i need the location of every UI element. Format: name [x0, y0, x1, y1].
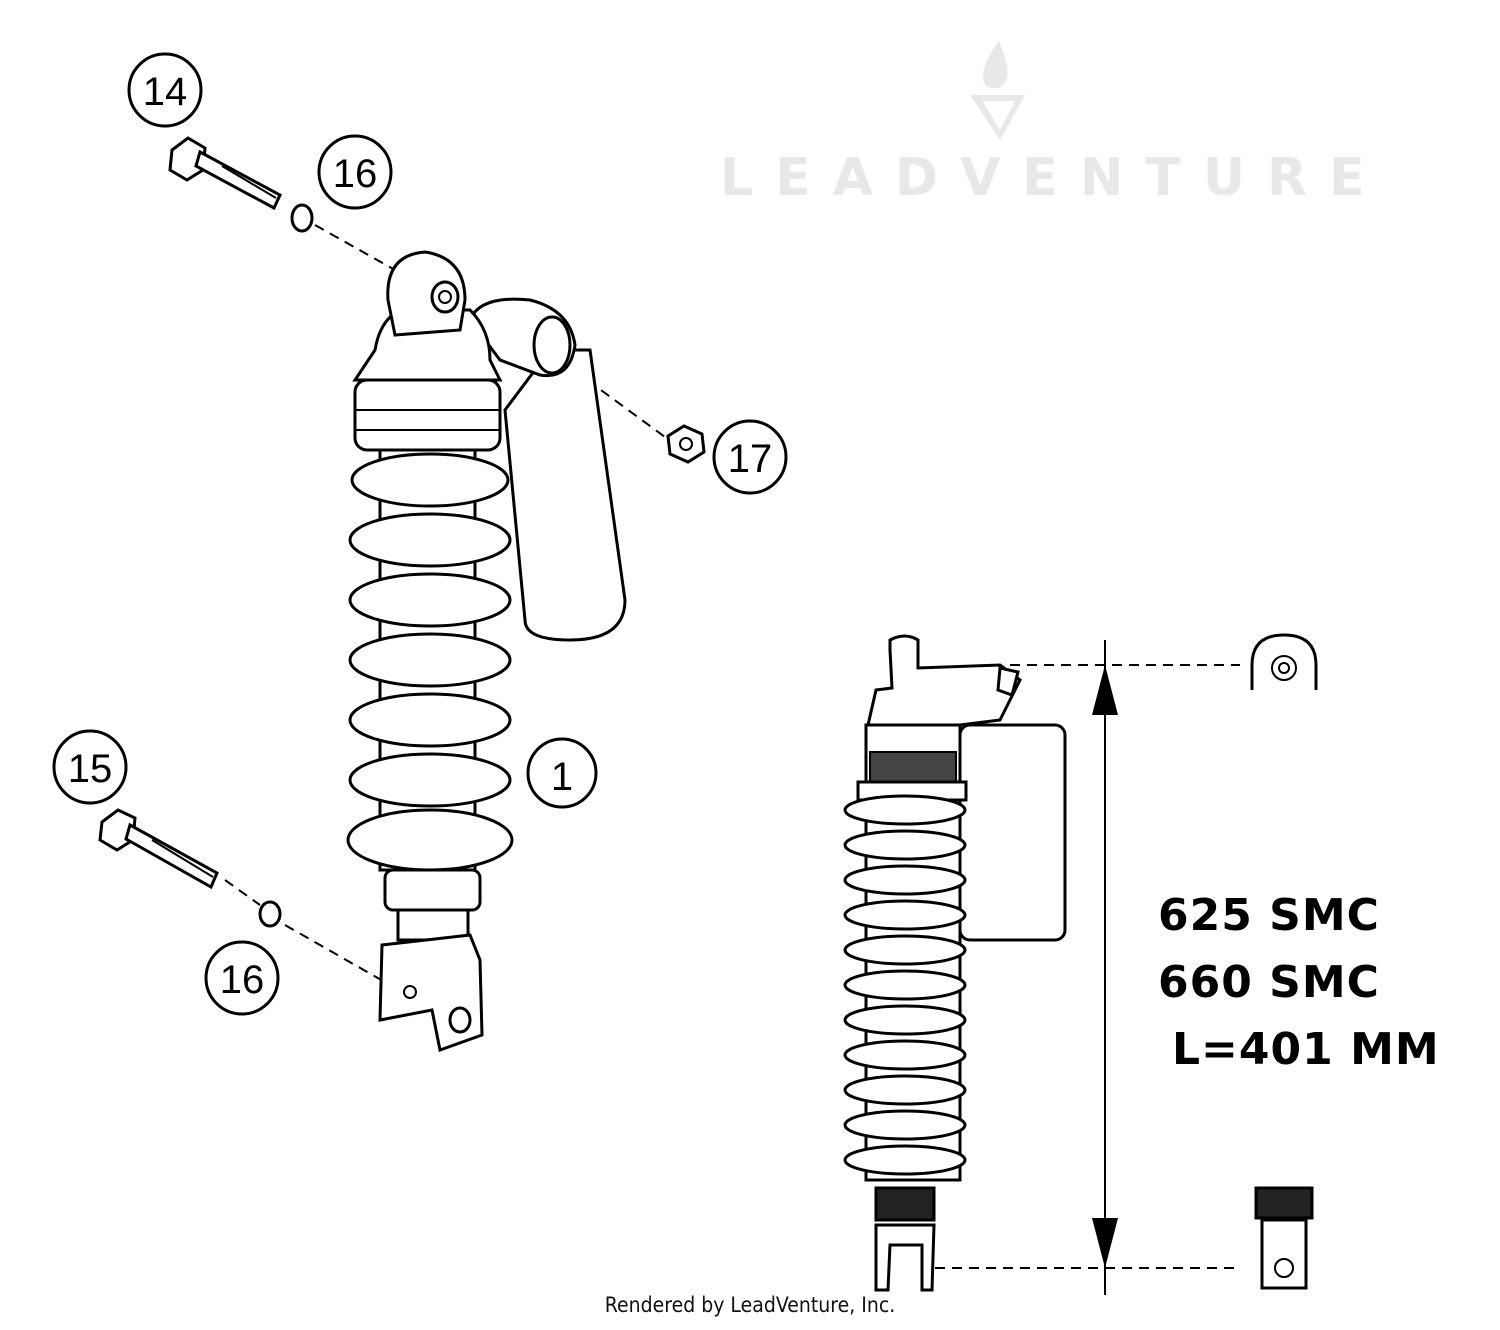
shock-absorber-1[interactable] [346, 250, 627, 1052]
callout-17[interactable]: 17 [712, 419, 788, 495]
detail-top-eye [1250, 633, 1318, 690]
watermark-flame-icon [970, 40, 1025, 140]
bolt-15[interactable] [98, 808, 219, 890]
watermark-text: LEADVENTURE [720, 148, 1387, 208]
callout-16-bottom[interactable]: 16 [204, 940, 280, 1016]
bolt-14[interactable] [168, 136, 282, 211]
washer-16-bottom[interactable] [258, 900, 282, 928]
callout-1[interactable]: 1 [526, 737, 598, 809]
callout-label: 15 [68, 747, 113, 791]
footer-credit: Rendered by LeadVenture, Inc. [604, 1293, 896, 1317]
spring-coils [346, 452, 514, 872]
callout-15[interactable]: 15 [52, 729, 128, 805]
arrow-up-icon [1092, 665, 1118, 715]
callout-label: 1 [551, 755, 573, 799]
spec-model-660: 660 SMC [1158, 957, 1380, 1008]
spec-length: L=401 MM [1172, 1024, 1440, 1075]
callout-label: 16 [220, 958, 265, 1002]
spec-model-625: 625 SMC [1158, 890, 1380, 941]
nut-17[interactable] [666, 424, 706, 464]
length-dimension [1092, 640, 1118, 1295]
washer-16-top[interactable] [290, 203, 314, 233]
shock-absorber-side-view [843, 634, 1067, 1292]
callout-label: 16 [333, 152, 378, 196]
detail-bottom-clevis [1254, 1186, 1314, 1290]
arrow-down-icon [1092, 1218, 1118, 1268]
callout-16-top[interactable]: 16 [317, 134, 393, 210]
callout-14[interactable]: 14 [127, 52, 203, 128]
callout-label: 17 [728, 437, 773, 481]
side-spring-coils [843, 794, 967, 1176]
callout-label: 14 [143, 70, 188, 114]
watermark-logo: LEADVENTURE [720, 40, 1387, 207]
